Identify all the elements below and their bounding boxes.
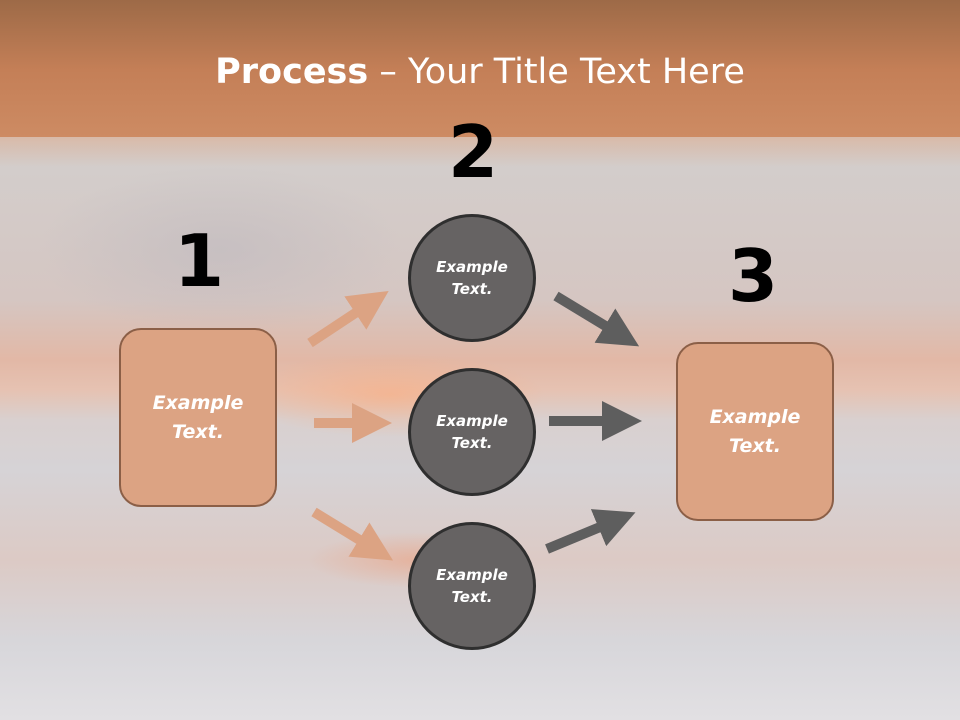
step-number-1: 1 (173, 219, 225, 303)
title-bar (0, 0, 960, 137)
arrow-top-to-3 (553, 291, 640, 347)
step-2-circle-bottom: Example Text. (408, 522, 536, 650)
title-bar-fade (0, 137, 960, 167)
title-rest: – Your Title Text Here (368, 52, 745, 92)
step-3-box-text: Example Text. (709, 406, 801, 457)
slide-title: Process – Your Title Text Here (0, 52, 960, 92)
step-2-circle-top-text: Example Text. (436, 257, 508, 299)
step-2-circle-bottom-text: Example Text. (436, 565, 508, 607)
title-bold: Process (215, 52, 369, 92)
step-1-box-text: Example Text. (152, 392, 244, 443)
step-3-box: Example Text. (676, 342, 834, 521)
step-2-circle-top: Example Text. (408, 214, 536, 342)
step-2-circle-middle: Example Text. (408, 368, 536, 496)
step-number-2: 2 (447, 110, 499, 194)
step-number-3: 3 (727, 234, 779, 318)
arrow-1-to-bottom (311, 507, 394, 561)
step-2-circle-middle-text: Example Text. (436, 411, 508, 453)
arrow-1-to-top (307, 290, 389, 348)
step-1-box: Example Text. (119, 328, 277, 507)
arrow-bottom-to-3 (545, 509, 636, 554)
